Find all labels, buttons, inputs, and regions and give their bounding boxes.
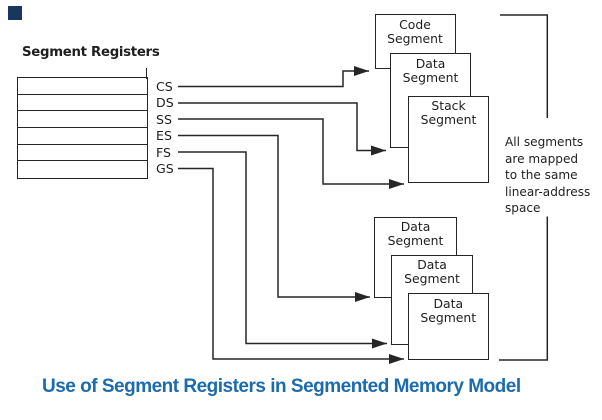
segment-box-label: Segment [402, 69, 459, 85]
register-label-es: ES [156, 128, 172, 143]
register-table-tick [145, 68, 147, 79]
note-line: are mapped [505, 151, 579, 166]
register-row [18, 95, 147, 112]
fs-connector-line [178, 151, 387, 349]
note-line: linear-address [505, 184, 591, 199]
segment-box-label: Segment [404, 271, 460, 286]
register-label-cs: CS [156, 78, 173, 94]
register-row [18, 111, 147, 128]
segment-box-label: Segment [420, 112, 477, 127]
segment-box-label: Data [400, 219, 431, 234]
es-connector-line [178, 134, 370, 302]
bracket-bottom-segment [499, 216, 549, 361]
register-row [18, 145, 147, 162]
gs-connector-line [178, 167, 404, 364]
data-segment-box-3: Data Segment [408, 293, 489, 360]
register-row [18, 128, 147, 145]
note-line: All segments [505, 135, 584, 149]
register-label-fs: FS [156, 144, 172, 160]
segment-box-label: Segment [420, 309, 477, 325]
segment-box-label: Data [417, 257, 447, 272]
figure-caption: Use of Segment Registers in Segmented Me… [42, 376, 521, 397]
bracket-top-segment [500, 14, 549, 118]
diagram-title: Segment Registers [22, 45, 160, 60]
segment-box-label: Segment [387, 233, 444, 248]
stack-segment-box: Stack Segment [408, 95, 489, 183]
register-row [18, 78, 147, 95]
page-corner-mark [8, 6, 22, 20]
cs-connector-line [178, 66, 369, 88]
register-label-gs: GS [156, 161, 174, 176]
segment-register-table [17, 77, 148, 179]
segment-box-label: Segment [387, 30, 443, 46]
ds-connector-line [178, 102, 386, 156]
segment-box-label: Data [415, 55, 446, 71]
segment-box-label: Data [433, 295, 464, 311]
segment-box-label: Stack [431, 98, 466, 113]
note-line: to the same [505, 168, 578, 182]
ss-connector-line [178, 118, 404, 189]
note-line: space [505, 201, 541, 215]
segment-box-label: Code [399, 16, 431, 32]
register-row [18, 161, 147, 178]
register-label-ss: SS [156, 111, 172, 127]
mapping-note: All segments are mapped to the same line… [505, 134, 590, 217]
register-label-ds: DS [156, 95, 174, 110]
